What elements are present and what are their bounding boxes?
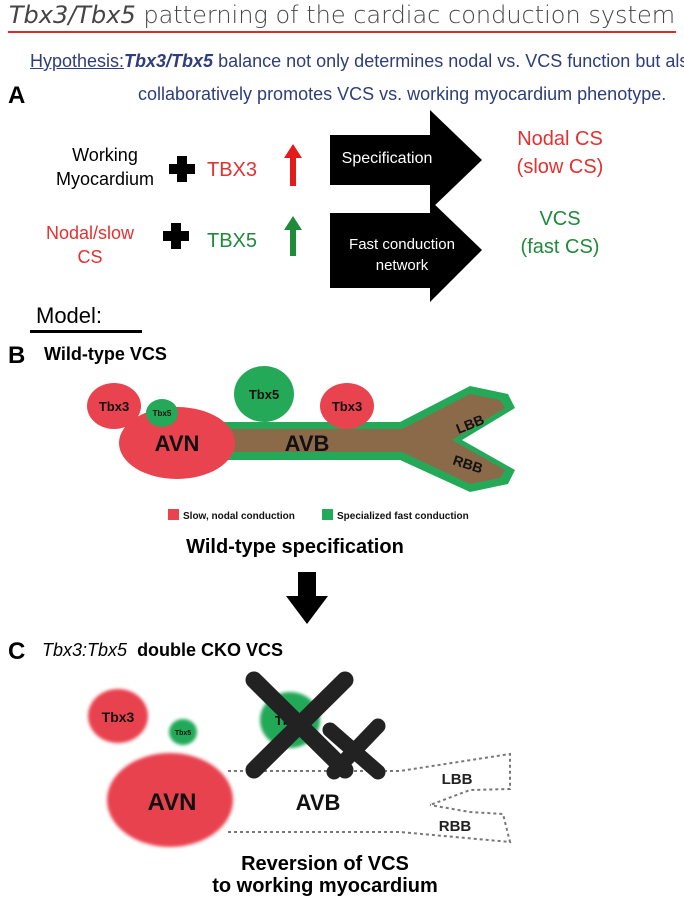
cko-avn-label: AVN <box>148 789 197 816</box>
wt-tbx5-bubble-big <box>234 366 294 422</box>
wt-bubble-tbx3-right-label: Tbx3 <box>332 399 362 414</box>
panel-c-letter: C <box>8 638 26 665</box>
cko-bubble-tbx3-label: Tbx3 <box>102 709 135 725</box>
panel-a-graphics <box>163 110 482 302</box>
panel-c-title-italic: Tbx3:Tbx5 <box>42 640 128 660</box>
legend-swatch-slow <box>168 509 179 520</box>
wt-avb-label: AVB <box>285 431 330 456</box>
row1-input: Working Myocardium <box>40 143 170 191</box>
output-nodal-line2: (slow CS) <box>516 156 604 178</box>
fast-conduction-line2: network <box>375 257 429 274</box>
cross-out-large-icon <box>245 671 354 779</box>
output-nodal: Nodal CS (slow CS) <box>495 125 625 181</box>
cross-out-small-icon <box>322 718 386 780</box>
model-underline <box>30 330 142 333</box>
up-arrow-green-icon <box>284 216 302 256</box>
hypothesis-line1-rest: balance not only determines nodal vs. VC… <box>213 51 684 71</box>
row2-input-line1: Nodal/slow <box>45 223 135 243</box>
hypothesis-line-1: Hypothesis:Tbx3/Tbx5 balance not only de… <box>30 51 684 72</box>
output-nodal-line1: Nodal CS <box>517 128 603 150</box>
figure-title-italic: Tbx3/Tbx5 <box>8 1 136 29</box>
panel-c-caption-line2: to working myocardium <box>212 875 438 897</box>
output-vcs: VCS (fast CS) <box>495 205 625 261</box>
plus-icon <box>163 223 189 249</box>
wt-tbx5-bubble-small <box>146 399 178 427</box>
legend-swatch-fast <box>322 509 333 520</box>
row1-input-line2: Myocardium <box>55 169 155 189</box>
wt-bubble-tbx5-big-label: Tbx5 <box>249 387 279 402</box>
wt-avn-label: AVN <box>155 431 200 456</box>
model-label: Model: <box>36 303 103 328</box>
title-divider <box>8 31 676 33</box>
legend-label-fast: Specialized fast conduction <box>337 511 469 522</box>
row2-input: Nodal/slow CS <box>30 221 150 269</box>
wt-bubble-tbx5-small-label: Tbx5 <box>153 409 172 418</box>
cko-lbb-label: LBB <box>442 771 473 788</box>
wt-bundle-core <box>205 394 505 484</box>
hypothesis-line-2: collaboratively promotes VCS vs. working… <box>138 84 667 104</box>
fast-conduction-label: Fast conduction network <box>332 234 472 276</box>
output-vcs-line1: VCS <box>539 208 581 230</box>
cko-avb-label: AVB <box>296 790 341 815</box>
fast-conduction-line1: Fast conduction <box>349 236 455 253</box>
wt-avn-shape <box>119 407 235 479</box>
panel-c-title: Tbx3:Tbx5 double CKO VCS <box>42 640 283 661</box>
wild-type-diagram: Tbx3 Tbx5 Tbx5 Tbx3 AVN AVB LBB RBB Slow… <box>87 366 515 522</box>
specification-label: Specification <box>341 150 433 167</box>
wt-bubble-tbx3-left-label: Tbx3 <box>99 399 129 414</box>
row1-input-line1: Working <box>72 145 138 165</box>
hypothesis-italic: Tbx3/Tbx5 <box>124 51 214 71</box>
down-arrow-icon <box>286 572 328 624</box>
cko-tbx3-bubble <box>88 689 148 743</box>
output-vcs-line2: (fast CS) <box>520 236 600 258</box>
wt-tbx3-bubble-right <box>320 383 374 429</box>
cko-bundle-outline-top <box>228 752 511 806</box>
cko-bubble-tbx5-small-label: Tbx5 <box>175 730 191 737</box>
cko-tbx5-bubble-small <box>169 719 197 745</box>
legend-label-slow: Slow, nodal conduction <box>183 511 295 522</box>
figure-title: Tbx3/Tbx5 patterning of the cardiac cond… <box>0 0 684 30</box>
row2-input-line2: CS <box>77 247 103 267</box>
figure-title-rest: patterning of the cardiac conduction sys… <box>135 1 676 29</box>
up-arrow-red-icon <box>284 144 302 186</box>
cko-avn-shape <box>107 753 233 847</box>
specification-arrow <box>330 110 482 210</box>
cko-diagram: Tbx3 Tbx5 Tbx5 AVN AVB LBB RBB <box>88 671 512 847</box>
factor-tbx3: TBX3 <box>207 159 258 181</box>
panel-c-caption: Reversion of VCS to working myocardium <box>0 853 650 897</box>
panel-c-title-rest: double CKO VCS <box>137 640 284 660</box>
panel-c-caption-line1: Reversion of VCS <box>241 853 409 875</box>
cko-rbb-label: RBB <box>439 818 472 835</box>
factor-tbx5: TBX5 <box>207 230 258 252</box>
panel-b-title: Wild-type VCS <box>44 344 167 364</box>
fast-conduction-arrow <box>330 200 482 302</box>
panel-a-letter: A <box>8 82 26 109</box>
wt-tbx3-bubble-left <box>87 383 141 429</box>
panel-b-caption: Wild-type specification <box>186 536 404 558</box>
panel-b-letter: B <box>8 342 26 369</box>
plus-icon <box>169 156 195 182</box>
hypothesis-label: Hypothesis: <box>30 51 125 71</box>
cko-bundle-outline-bottom <box>228 804 512 844</box>
